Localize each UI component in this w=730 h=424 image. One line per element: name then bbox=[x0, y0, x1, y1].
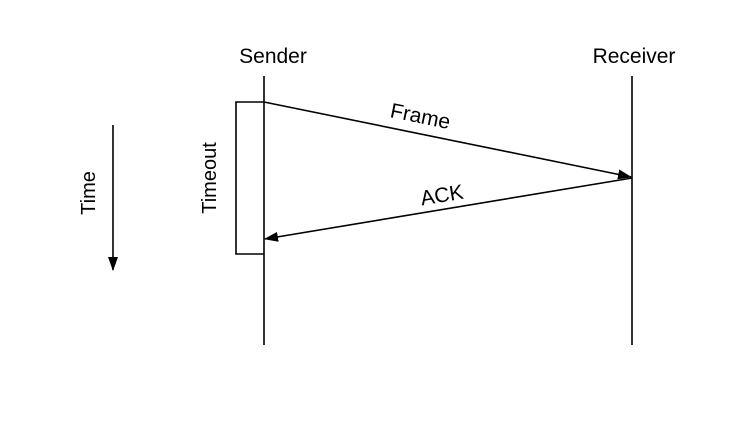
receiver-label: Receiver bbox=[593, 45, 676, 68]
time-label: Time bbox=[78, 171, 100, 215]
sender-label: Sender bbox=[239, 45, 307, 68]
timeout-label: Timeout bbox=[199, 142, 221, 214]
ack-arrow bbox=[264, 177, 633, 242]
timeout-bracket bbox=[235, 101, 264, 255]
ack-label: ACK bbox=[419, 181, 465, 211]
frame-arrow bbox=[263, 101, 632, 180]
